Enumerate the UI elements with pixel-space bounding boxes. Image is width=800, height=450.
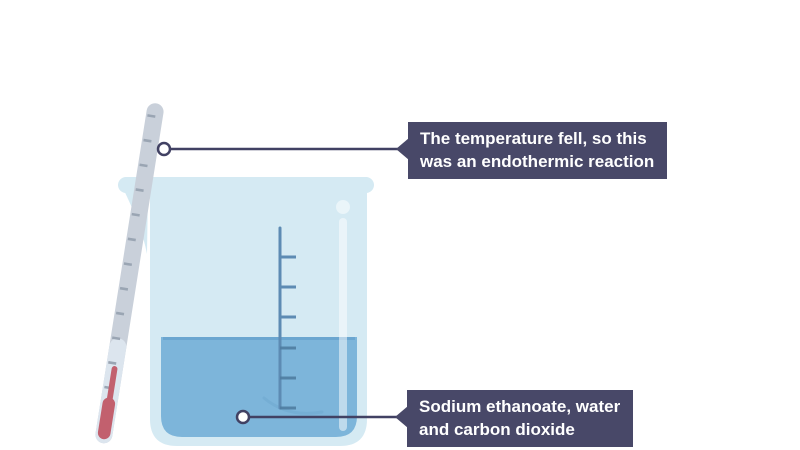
callout-text-line: The temperature fell, so this bbox=[420, 129, 647, 148]
thermometer-scale-tick bbox=[135, 188, 144, 192]
thermometer-scale bbox=[104, 114, 156, 390]
thermometer-scale-tick bbox=[131, 212, 140, 217]
thermometer bbox=[95, 103, 164, 444]
thermometer-scale-tick bbox=[139, 163, 148, 168]
thermometer-scale-tick bbox=[119, 286, 129, 291]
thermometer-scale-tick bbox=[108, 361, 117, 365]
liquid bbox=[161, 337, 357, 437]
graduation-scale bbox=[278, 226, 296, 410]
callout-text-line: and carbon dioxide bbox=[419, 420, 575, 439]
thermometer-scale-tick bbox=[143, 138, 152, 143]
thermometer-scale-tick bbox=[111, 336, 121, 341]
thermometer-scale-tick bbox=[147, 114, 156, 118]
callout-pointer-endothermic bbox=[396, 138, 409, 160]
glass-highlight-dot bbox=[336, 200, 350, 214]
callout-pointer-products bbox=[395, 406, 408, 428]
callout-box-products: Sodium ethanoate, water and carbon dioxi… bbox=[407, 390, 634, 447]
callout-anchor-endothermic bbox=[156, 141, 172, 157]
thermometer-bulb bbox=[97, 397, 116, 440]
callout-box-endothermic: The temperature fell, so this was an end… bbox=[408, 122, 668, 179]
mercury-column bbox=[105, 366, 118, 408]
callout-anchor-products bbox=[235, 409, 251, 425]
thermometer-scale-tick bbox=[127, 237, 136, 242]
thermometer-scale-tick bbox=[115, 311, 125, 316]
callout-text-line: Sodium ethanoate, water bbox=[419, 397, 621, 416]
callout-text-line: was an endothermic reaction bbox=[420, 152, 655, 171]
liquid-swirl-line bbox=[262, 396, 324, 415]
thermometer-scale-tick bbox=[123, 262, 133, 267]
